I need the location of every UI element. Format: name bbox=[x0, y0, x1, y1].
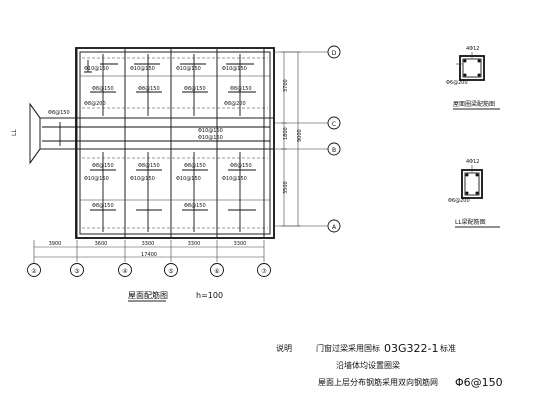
dim-text: 3900 bbox=[49, 241, 62, 247]
slab-thickness: h=100 bbox=[196, 291, 223, 300]
rebar-label: Φ8@150 bbox=[92, 86, 114, 92]
ll-beam-stirrup: Φ6@200 bbox=[448, 198, 470, 204]
rebar-label: Φ8@150 bbox=[92, 163, 114, 169]
rebar-label: Φ8@150 bbox=[48, 110, 70, 116]
note-line-2: 沿墙体均设置圈梁 bbox=[336, 360, 400, 370]
notes-block: 说明 门窗过梁采用国标 03G322-1 标准 沿墙体均设置圈梁 屋面上层分布钢… bbox=[276, 342, 503, 389]
rebar-label: Φ8@150 bbox=[92, 203, 114, 209]
ll-beam-end bbox=[29, 102, 41, 165]
note-line-1-code: 03G322-1 bbox=[384, 342, 438, 355]
rebar-label: Φ10@150 bbox=[198, 128, 223, 134]
axis-bubble bbox=[164, 263, 178, 277]
ll-beam-bars: 4Φ12 bbox=[466, 159, 479, 165]
slab-inner-edge bbox=[79, 51, 271, 235]
note-line-1-suffix: 标准 bbox=[440, 343, 456, 353]
plan-title: 屋面配筋图 bbox=[128, 290, 168, 300]
rebar-label: Φ10@150 bbox=[130, 66, 155, 72]
ll-beam-detail: 4Φ12 Φ6@200 LL梁配筋图 bbox=[448, 159, 500, 228]
axis-bubble bbox=[70, 263, 84, 277]
dim-text: 3300 bbox=[234, 241, 247, 247]
svg-text:⑥: ⑥ bbox=[214, 268, 219, 275]
svg-text:⑤: ⑤ bbox=[168, 268, 173, 275]
bottom-dimension-chain: 3900 3600 3300 3300 3300 17400 bbox=[33, 240, 265, 262]
bottom-axis-markers: ② ③ ④ ⑤ ⑥ ⑦ bbox=[27, 262, 271, 277]
rebar-label: Φ10@150 bbox=[176, 66, 201, 72]
ring-beam-section bbox=[459, 55, 485, 81]
rebar-marks-top bbox=[82, 54, 268, 116]
axis-bubble bbox=[118, 263, 132, 277]
dim-text: 3500 bbox=[283, 181, 289, 194]
axis-bubble bbox=[327, 219, 341, 233]
svg-text:A: A bbox=[332, 224, 337, 231]
svg-text:②: ② bbox=[31, 268, 37, 275]
svg-text:C: C bbox=[332, 121, 336, 128]
rebar-marks-bottom bbox=[82, 152, 268, 232]
axis-bubble bbox=[327, 142, 341, 156]
ring-beam-stirrup: Φ6@200 bbox=[446, 80, 468, 86]
rebar-labels: Φ10@150 Φ10@150 Φ10@150 Φ10@150 Φ8@150 Φ… bbox=[48, 66, 252, 209]
dim-text: 3700 bbox=[283, 79, 289, 92]
corridor-rebar bbox=[42, 122, 270, 146]
svg-text:⑦: ⑦ bbox=[261, 268, 267, 275]
notes-label: 说明 bbox=[276, 343, 292, 353]
axis-bubble bbox=[327, 116, 341, 130]
ring-beam-bars: 4Φ12 bbox=[466, 46, 479, 52]
slab-outer-edge bbox=[75, 47, 275, 239]
rebar-label: Φ10@150 bbox=[198, 135, 223, 141]
ring-beam-title: 屋面圈梁配筋图 bbox=[453, 100, 495, 108]
rebar-label: Φ10@150 bbox=[176, 176, 201, 182]
ring-beam-detail: 4Φ12 Φ6@200 屋面圈梁配筋图 bbox=[446, 46, 500, 110]
svg-text:④: ④ bbox=[122, 268, 127, 275]
rebar-label: Φ8@200 bbox=[224, 101, 246, 107]
rebar-label: Φ10@150 bbox=[84, 176, 109, 182]
rebar-label: Φ8@150 bbox=[230, 86, 252, 92]
rebar-label: Φ8@150 bbox=[184, 203, 206, 209]
rebar-label: Φ8@150 bbox=[184, 86, 206, 92]
axis-bubble bbox=[327, 45, 341, 59]
rebar-label: Φ8@200 bbox=[84, 101, 106, 107]
dim-text: 3600 bbox=[95, 241, 108, 247]
ll-beam-label: LL bbox=[11, 129, 18, 136]
axis-bubble bbox=[257, 263, 271, 277]
right-axis-markers: D C B A bbox=[327, 45, 341, 233]
right-dimension-chain: 3700 1800 3500 9000 bbox=[281, 51, 303, 227]
dim-text: 9000 bbox=[297, 129, 303, 142]
svg-text:B: B bbox=[332, 147, 336, 154]
plan-title-block: 屋面配筋图 h=100 bbox=[128, 290, 223, 302]
ll-beam-title: LL梁配筋图 bbox=[455, 218, 486, 226]
rebar-label: Φ8@150 bbox=[138, 86, 160, 92]
axis-bubble bbox=[210, 263, 224, 277]
dim-text: 1800 bbox=[283, 127, 289, 140]
rebar-label: Φ8@150 bbox=[230, 163, 252, 169]
note-line-3-code: Φ6@150 bbox=[455, 376, 503, 389]
rebar-label: Φ10@150 bbox=[222, 176, 247, 182]
rebar-label: Φ10@150 bbox=[222, 66, 247, 72]
rebar-label: Φ10@150 bbox=[130, 176, 155, 182]
rebar-label: Φ8@150 bbox=[138, 163, 160, 169]
dim-text: 3300 bbox=[142, 241, 155, 247]
rebar-label: Φ10@150 bbox=[84, 66, 109, 72]
svg-text:③: ③ bbox=[74, 268, 79, 275]
svg-text:D: D bbox=[332, 50, 337, 57]
rebar-label: Φ8@150 bbox=[184, 163, 206, 169]
plan-outline bbox=[29, 47, 328, 239]
note-line-1-prefix: 门窗过梁采用国标 bbox=[316, 343, 380, 353]
note-line-3-prefix: 屋面上层分布钢筋采用双向钢筋网 bbox=[318, 377, 438, 387]
dim-text: 17400 bbox=[141, 252, 157, 258]
axis-bubble bbox=[27, 263, 41, 277]
dim-text: 3300 bbox=[188, 241, 201, 247]
